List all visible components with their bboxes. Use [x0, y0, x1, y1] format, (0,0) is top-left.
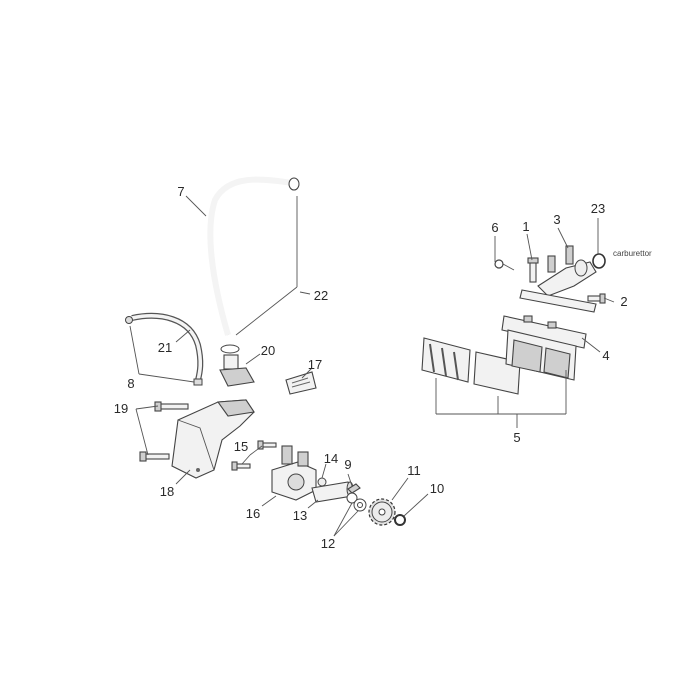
callout-16: 16 — [246, 506, 260, 521]
leader-11 — [391, 477, 409, 501]
callout-5: 5 — [513, 430, 520, 445]
leader-lines — [129, 195, 615, 537]
leader-19b — [135, 408, 149, 456]
part-carb-clamp — [592, 253, 606, 269]
callout-14: 14 — [324, 451, 338, 466]
part-circlip — [394, 514, 406, 526]
leader-10 — [403, 493, 429, 517]
leader-15a — [249, 445, 263, 456]
leader-20 — [245, 353, 261, 365]
callout-19: 19 — [114, 401, 128, 416]
callout-7: 7 — [177, 184, 184, 199]
leader-17 — [301, 367, 313, 379]
callout-labels: 7 22 21 8 20 17 19 18 15 16 14 13 9 12 1… — [114, 184, 652, 551]
part-hose-union — [219, 344, 255, 387]
part-intake-manifold — [537, 245, 597, 297]
callout-20: 20 — [261, 343, 275, 358]
part-drive-gear — [368, 498, 396, 526]
part-reed-block — [421, 329, 577, 395]
callout-15: 15 — [234, 439, 248, 454]
callout-9: 9 — [344, 457, 351, 472]
leader-1 — [526, 233, 533, 261]
leader-9 — [347, 473, 353, 487]
part-manifold-screw — [527, 257, 539, 283]
part-key — [347, 483, 361, 494]
leader-19a — [135, 405, 159, 410]
callout-6: 6 — [491, 220, 498, 235]
leader-13 — [307, 499, 319, 509]
leader-22c — [299, 291, 311, 295]
part-manifold-gasket — [519, 289, 597, 313]
leader-12a — [333, 502, 353, 537]
part-washers — [346, 492, 367, 512]
leader-8a — [138, 373, 195, 383]
part-hose-clip — [494, 259, 515, 271]
leader-4 — [581, 337, 601, 353]
part-manifold-screw-2 — [587, 293, 606, 304]
leader-16 — [261, 495, 277, 507]
part-pump-cover — [171, 399, 255, 479]
callout-17: 17 — [308, 357, 322, 372]
part-reed-spacer — [501, 315, 587, 349]
leader-18 — [175, 469, 191, 485]
carburettor-note: carburettor — [613, 249, 652, 258]
leader-12b — [333, 510, 359, 537]
part-filter-gasket — [285, 371, 317, 395]
callout-22: 22 — [314, 288, 328, 303]
leader-3 — [557, 227, 569, 249]
part-pin — [317, 477, 327, 487]
callout-12: 12 — [321, 536, 335, 551]
leader-21 — [175, 329, 191, 343]
callout-13: 13 — [293, 508, 307, 523]
leader-2 — [603, 297, 615, 303]
part-oil-pump — [271, 445, 317, 501]
callout-18: 18 — [160, 484, 174, 499]
leader-14 — [321, 463, 327, 479]
leader-15b — [241, 454, 251, 465]
callout-4: 4 — [602, 348, 609, 363]
callout-11: 11 — [407, 463, 421, 478]
callout-23: 23 — [591, 201, 605, 216]
callout-3: 3 — [553, 212, 560, 227]
leader-8b — [129, 325, 140, 375]
leader-22b — [235, 286, 298, 336]
callout-1: 1 — [522, 219, 529, 234]
part-screws-short — [231, 440, 277, 471]
callout-8: 8 — [127, 376, 134, 391]
leader-7 — [185, 195, 207, 217]
callout-21: 21 — [158, 340, 172, 355]
callout-2: 2 — [620, 294, 627, 309]
callout-10: 10 — [430, 481, 444, 496]
part-oil-hose-long — [207, 176, 300, 336]
